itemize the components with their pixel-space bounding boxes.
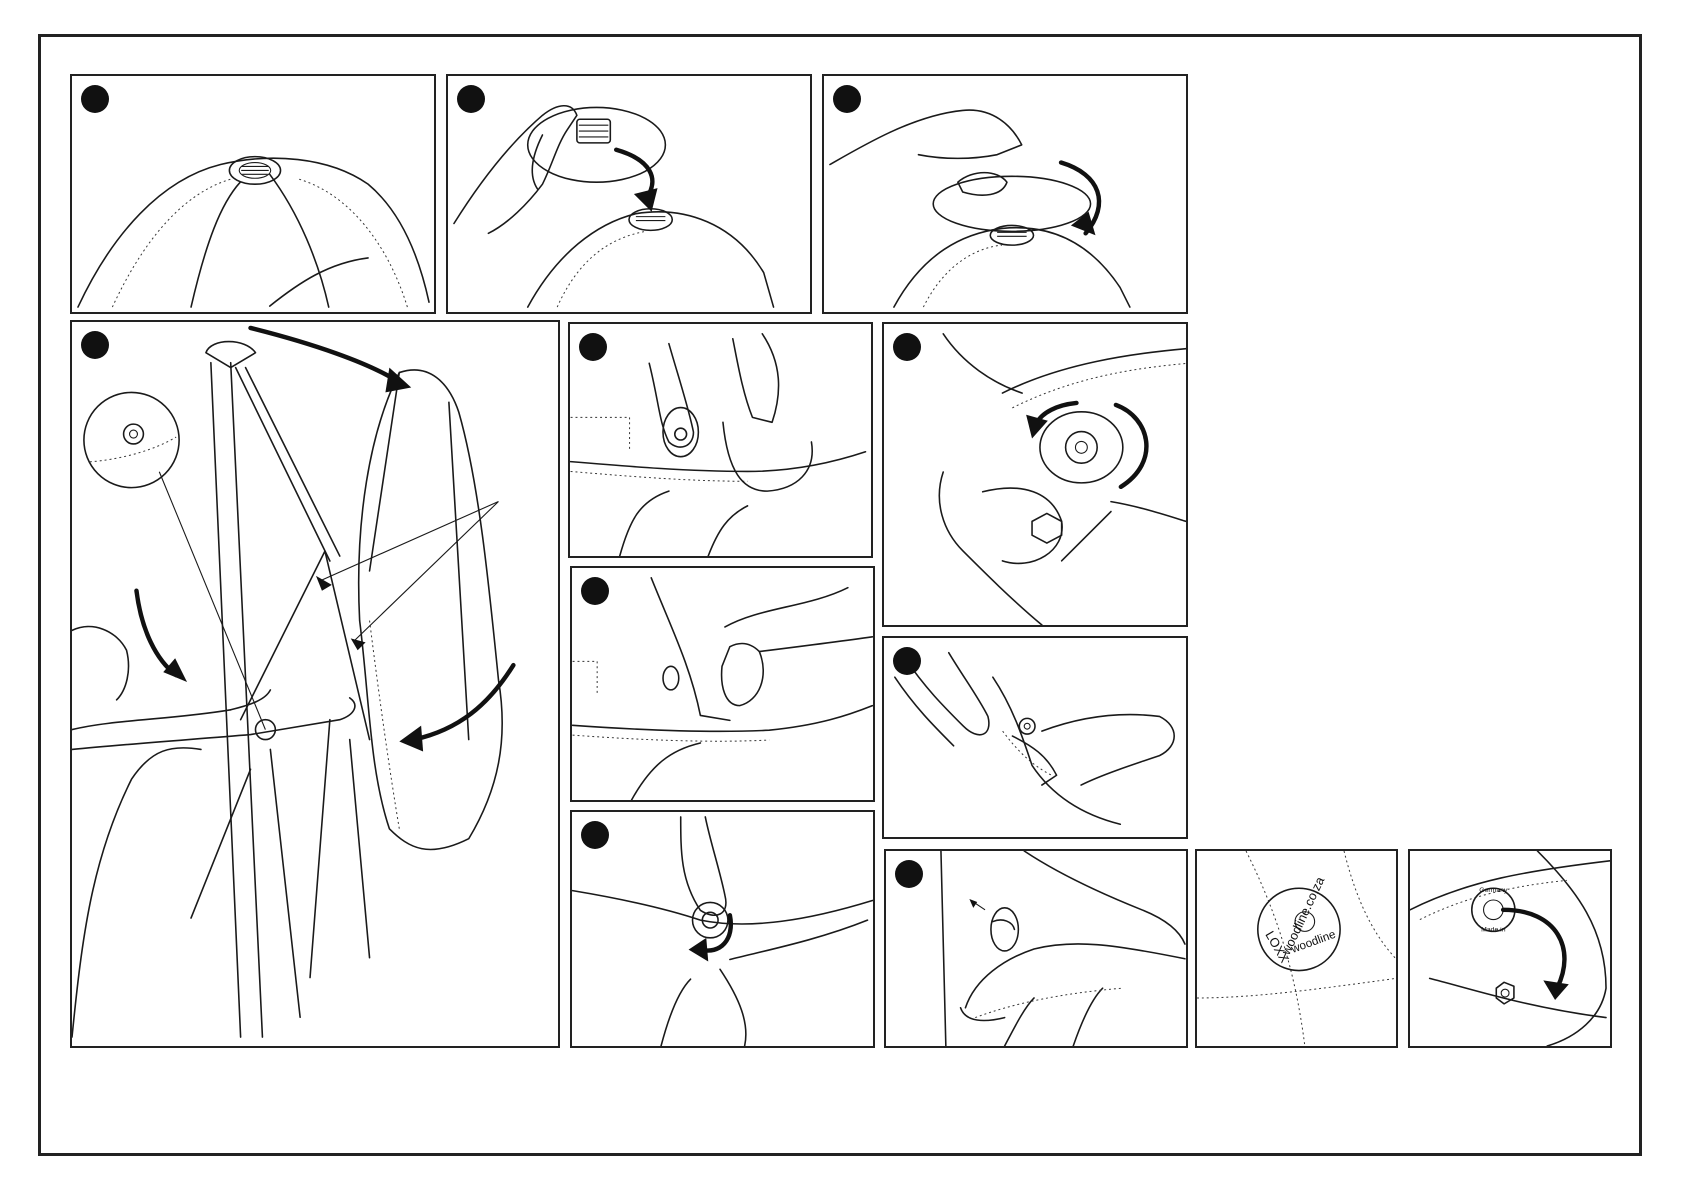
- turn-nut-icon: [572, 812, 873, 1046]
- pull-knob-icon: [886, 851, 1186, 1046]
- step-panel-9: [882, 636, 1188, 839]
- badge-small-made: Made in: [1481, 926, 1506, 933]
- step-marker: [81, 85, 109, 113]
- step-panel-7: [570, 566, 875, 802]
- step-marker: [579, 333, 607, 361]
- step-panel-5: [568, 322, 873, 558]
- hand-holding-cap-icon: [448, 76, 810, 312]
- step-panel-12: Germany Made in: [1408, 849, 1612, 1048]
- step-panel-3: [822, 74, 1188, 314]
- step-panel-4: [70, 320, 560, 1048]
- button-on-pocket-icon: [572, 568, 873, 800]
- pinch-button-icon: [884, 638, 1186, 837]
- step-panel-11: woodline.co.za woodline LOXX: [1195, 849, 1398, 1048]
- screw-cap-onto-canopy-icon: [824, 76, 1186, 312]
- canopy-top-thread-icon: [72, 76, 434, 312]
- step-panel-10: [884, 849, 1188, 1048]
- step-panel-1: [70, 74, 436, 314]
- step-marker: [457, 85, 485, 113]
- badge-small-country: Germany: [1479, 887, 1508, 894]
- finger-on-button-icon: [570, 324, 871, 556]
- person-fitting-canopy-icon: [72, 322, 558, 1046]
- step-marker: [81, 331, 109, 359]
- step-panel-6: [882, 322, 1188, 627]
- step-panel-8: [570, 810, 875, 1048]
- step-marker: [581, 821, 609, 849]
- step-marker: [893, 333, 921, 361]
- brand-badge-icon: woodline.co.za woodline LOXX: [1197, 851, 1396, 1046]
- tighten-disc-with-wrench-icon: [884, 324, 1186, 625]
- step-marker: [833, 85, 861, 113]
- step-marker: [895, 860, 923, 888]
- press-badge-onto-stud-icon: Germany Made in: [1410, 851, 1610, 1046]
- step-panel-2: [446, 74, 812, 314]
- step-marker: [893, 647, 921, 675]
- step-marker: [581, 577, 609, 605]
